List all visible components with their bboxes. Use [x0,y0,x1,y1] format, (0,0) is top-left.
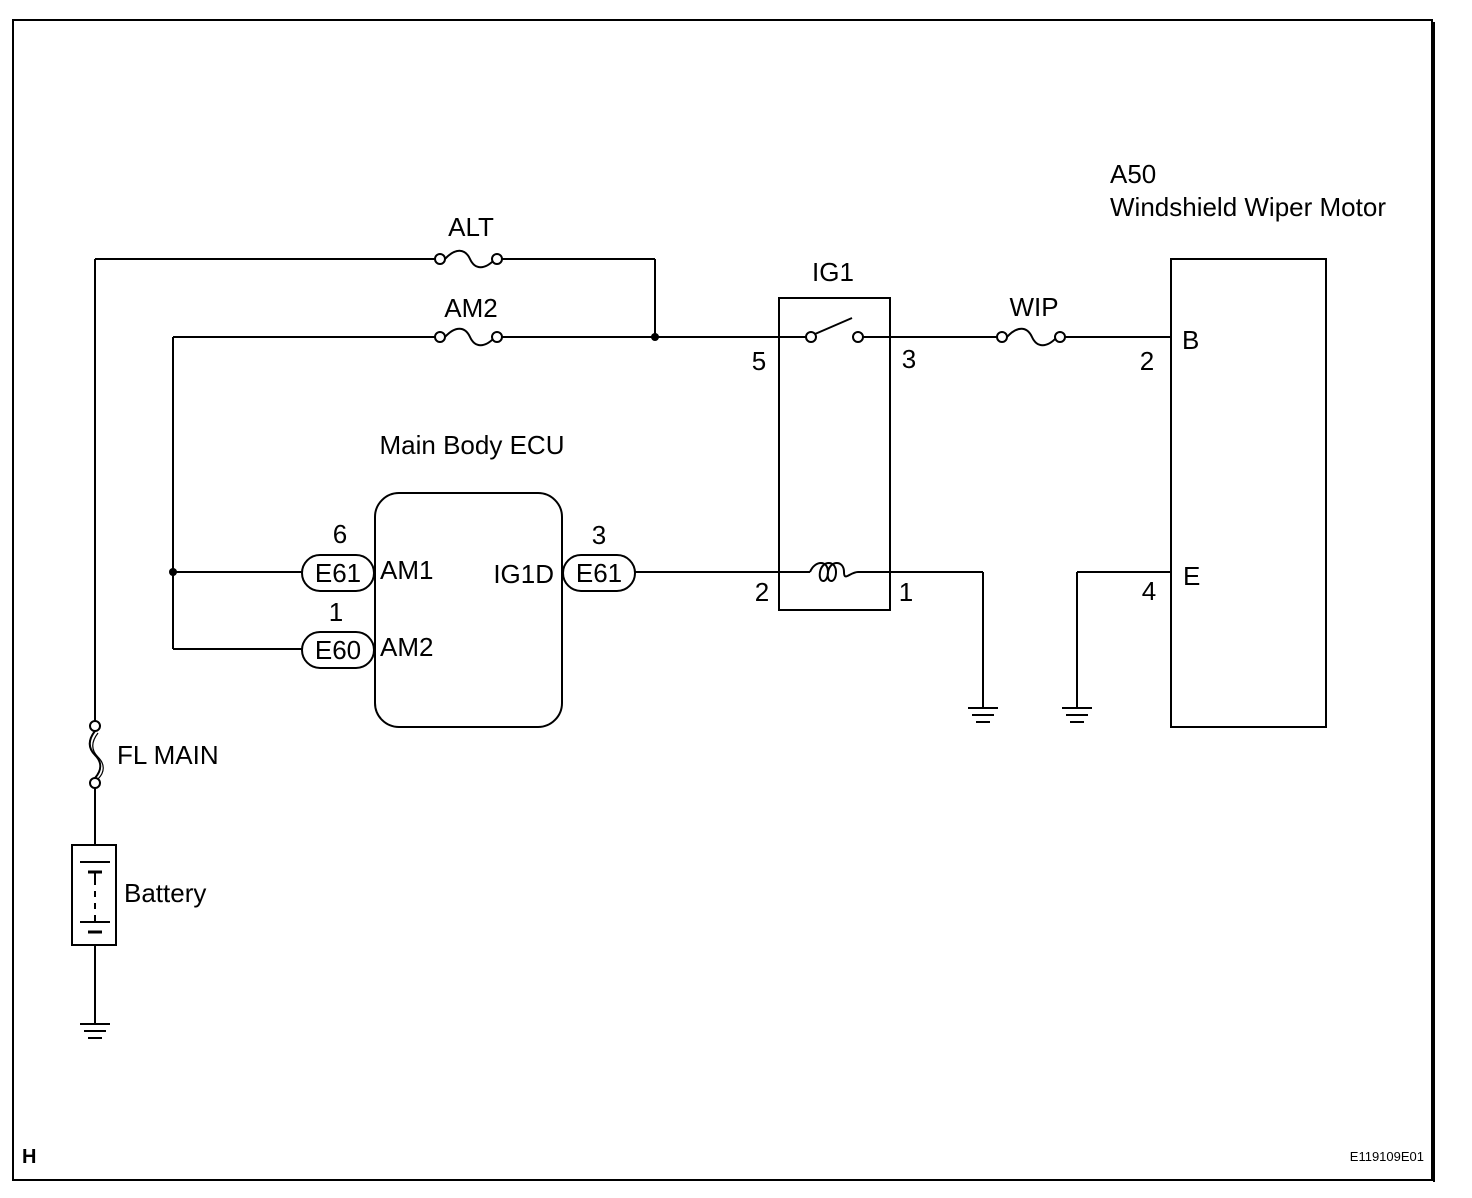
am1-junction [169,568,177,576]
connector-e61-am1 [301,554,375,592]
am2-fuse-label: AM2 [444,293,497,323]
connector-e61-ig1d-pin: 3 [592,520,606,550]
motor-code: A50 [1110,159,1156,189]
alt-fuse-label: ALT [448,212,494,242]
alt-fuse [434,249,503,269]
motor-name: Windshield Wiper Motor [1110,192,1386,222]
connector-e60-am2-pin: 1 [329,597,343,627]
ig1-relay-coil-icon [809,562,859,582]
wiper-motor-box [1170,258,1327,728]
relay-pin-2: 2 [755,577,769,607]
fl-main-label: FL MAIN [117,740,219,770]
corner-letter: H [22,1146,36,1168]
relay-pin-3: 3 [902,344,916,374]
connector-e60-am2 [301,631,375,669]
motor-terminal-e: E [1183,561,1200,591]
am2-fuse [434,327,503,347]
relay-ground-icon [968,707,998,723]
battery-symbol [71,844,117,946]
main-body-ecu-title: Main Body ECU [380,430,565,460]
relay-pin-5: 5 [752,346,766,376]
ecu-pin-am2: AM2 [380,632,433,662]
diagram-frame [12,19,1433,1181]
battery-label: Battery [124,878,206,908]
connector-e61-ig1d-label: E61 [576,558,622,588]
figure-code: E119109E01 [1350,1149,1424,1164]
wip-fuse [996,327,1066,347]
connector-e61-am1-pin: 6 [333,519,347,549]
motor-pin-4: 4 [1142,576,1156,606]
connector-e60-am2-label: E60 [315,635,361,665]
motor-pin-2: 2 [1140,346,1154,376]
motor-ground-icon [1062,707,1092,723]
relay-pin-1: 1 [899,577,913,607]
ecu-pin-am1: AM1 [380,555,433,585]
battery-feed-wire [94,258,656,722]
ig1-relay-box [778,297,891,611]
motor-terminal-b: B [1182,325,1199,355]
battery-ground-icon [80,1023,110,1039]
wip-fuse-label: WIP [1009,292,1058,322]
alt-am2-junction [651,333,659,341]
fl-main-fusible-link [88,720,104,789]
main-body-ecu-box [374,492,563,728]
ig1-relay-label: IG1 [812,257,854,287]
ig1-relay-switch [805,317,864,343]
connector-e61-am1-label: E61 [315,558,361,588]
ecu-pin-ig1d: IG1D [493,559,554,589]
